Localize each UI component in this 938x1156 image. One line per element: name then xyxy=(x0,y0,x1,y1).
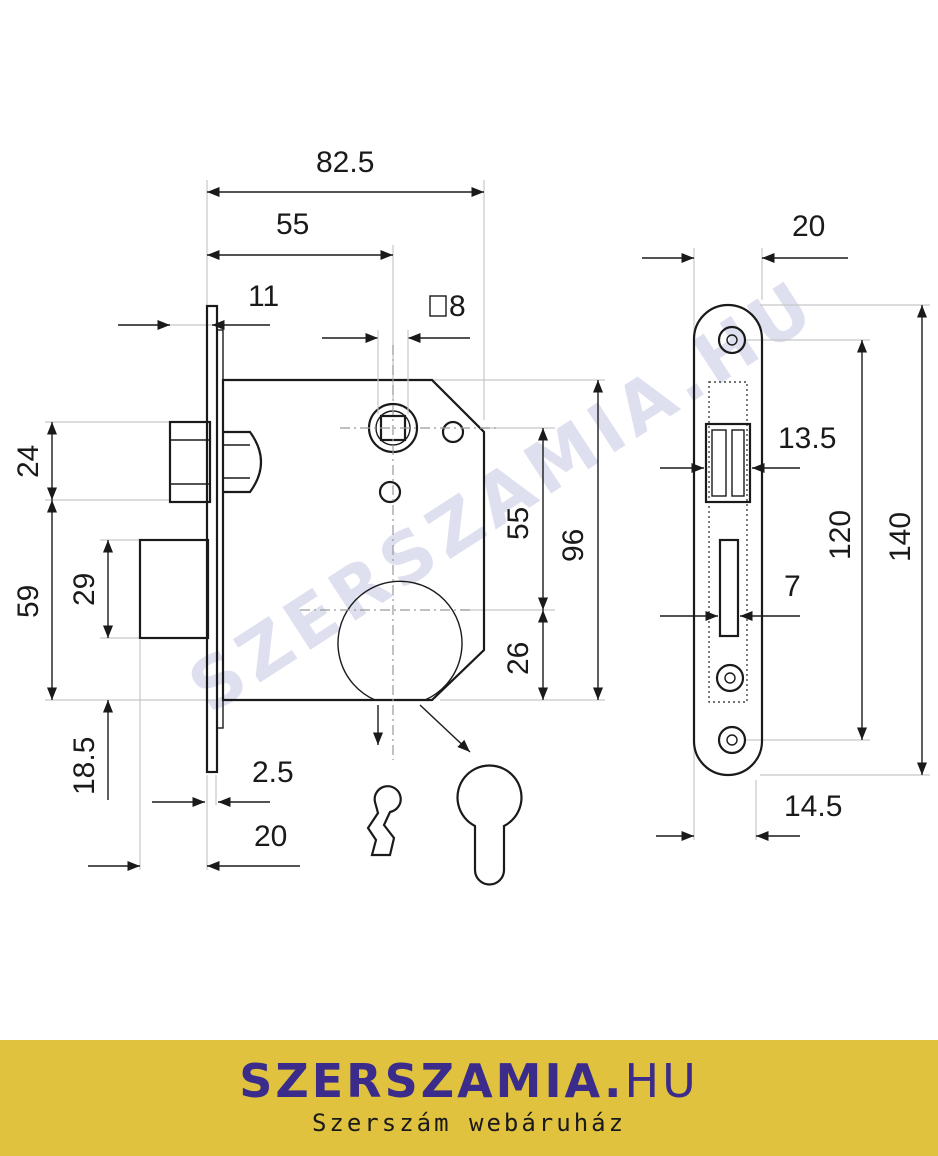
dim-14-5: 14.5 xyxy=(784,790,842,823)
mortise-lock-technical-drawing: SZERSZAMIA.HU xyxy=(12,146,930,886)
screw-top xyxy=(717,325,747,355)
dim-140: 140 xyxy=(884,512,917,562)
dim-26: 26 xyxy=(502,642,535,675)
brand-tagline: Szerszám webáruház xyxy=(311,1109,627,1137)
dim-82-5: 82.5 xyxy=(316,146,374,179)
brand-logo: SZERSZAMIA.HU xyxy=(0,1054,938,1108)
brand-name: SZERSZAMIA. xyxy=(239,1054,625,1108)
right-dimensions: 20 13.5 7 120 140 14.5 xyxy=(642,210,928,842)
small-hole xyxy=(378,480,402,504)
dim-120: 120 xyxy=(824,510,857,560)
dim-20-bottom: 20 xyxy=(254,820,287,853)
case-outline xyxy=(708,381,748,703)
dim-18-5: 18.5 xyxy=(68,737,101,795)
dim-29: 29 xyxy=(68,573,101,606)
dim-7: 7 xyxy=(784,570,801,603)
dim-96: 96 xyxy=(557,529,590,562)
euro-cylinder-keyhole-icon xyxy=(456,764,523,886)
dim-55-top: 55 xyxy=(276,208,309,241)
lock-case xyxy=(221,378,486,702)
footer-banner: SZERSZAMIA.HU Szerszám webáruház xyxy=(0,1040,938,1156)
front-plate-view xyxy=(692,248,930,840)
screw-bottom xyxy=(717,725,747,755)
deadbolt xyxy=(138,538,210,640)
bolt-slot xyxy=(718,538,740,638)
brand-tld: HU xyxy=(624,1054,699,1108)
latch-bolt xyxy=(168,420,262,504)
screw-middle xyxy=(715,663,745,693)
dim-2-5: 2.5 xyxy=(252,756,294,789)
dim-11: 11 xyxy=(248,280,279,313)
dim-55-right: 55 xyxy=(502,507,535,540)
warded-keyhole-icon xyxy=(366,785,402,857)
screw-hole xyxy=(441,420,465,444)
dim-20-top: 20 xyxy=(792,210,825,243)
dim-13-5: 13.5 xyxy=(778,422,836,455)
dim-8: 8 xyxy=(449,290,466,323)
dim-59: 59 xyxy=(12,585,45,618)
left-dimensions: 82.5 55 11 8 24 59 29 18.5 2.5 20 xyxy=(12,146,604,872)
square-symbol xyxy=(429,295,447,317)
front-plate xyxy=(692,303,764,777)
keyhole-boss xyxy=(337,580,463,701)
latch-slot xyxy=(704,422,752,504)
dim-24: 24 xyxy=(12,445,45,478)
